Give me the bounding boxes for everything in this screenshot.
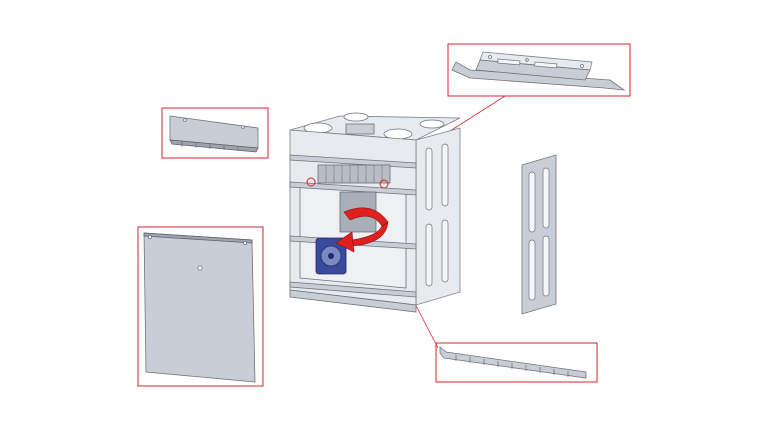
bottom-rail-part: [439, 346, 587, 379]
top-rail-part: [451, 51, 626, 91]
airflow-arrow-icon: [335, 207, 389, 253]
fan-icon: [315, 237, 347, 275]
housing-right-wall: [415, 127, 461, 306]
front-panel-part: [143, 232, 256, 383]
right-side-panel-part: [521, 154, 557, 315]
attachment-marker-left: [306, 177, 316, 187]
callout-top-rail: [447, 43, 631, 97]
callout-front-panel: [137, 226, 264, 387]
left-bracket-part: [169, 115, 259, 153]
callout-left-bracket: [161, 107, 269, 159]
callout-bottom-rail: [435, 342, 598, 383]
attachment-marker-right: [379, 179, 389, 189]
housing-unit: [289, 112, 461, 313]
